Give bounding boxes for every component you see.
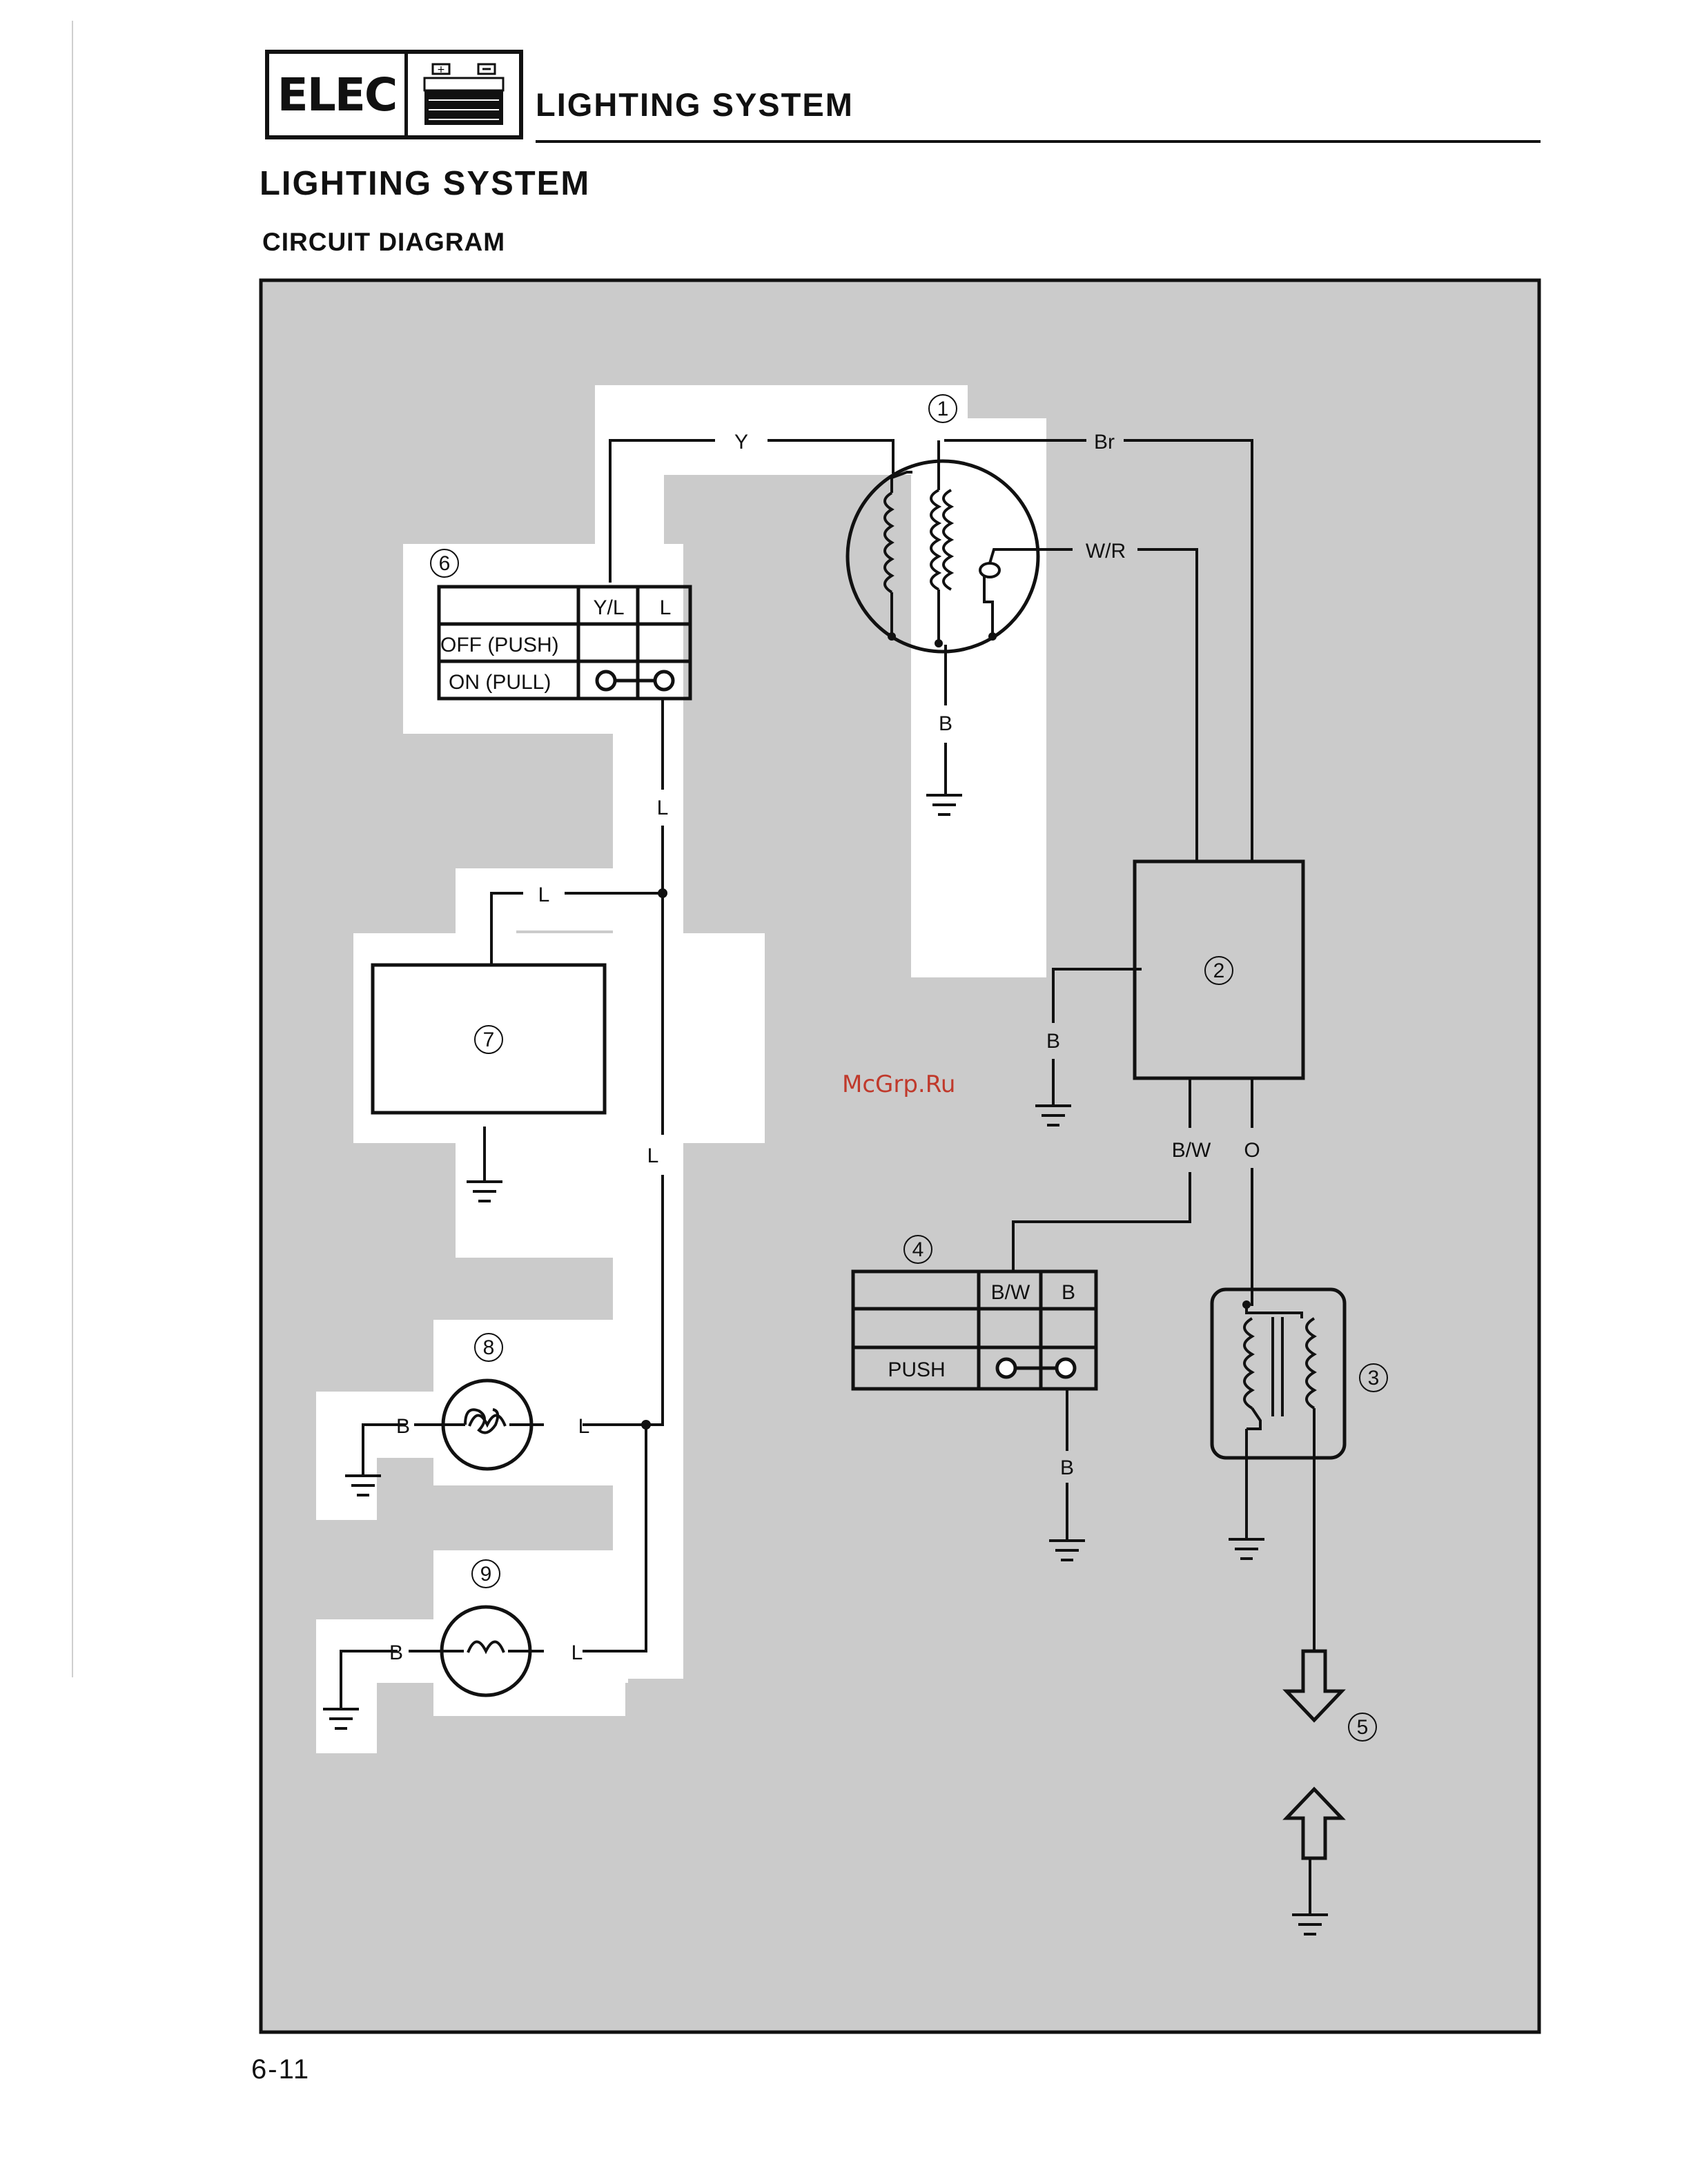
push-switch-col-b: B: [1062, 1281, 1075, 1304]
component-number-4: 4: [912, 1238, 924, 1261]
section-tag: ELEC: [269, 54, 408, 135]
wire-label-b-button: B: [1060, 1456, 1074, 1479]
component-number-7: 7: [483, 1028, 495, 1051]
wire-label-bw: B/W: [1172, 1139, 1211, 1162]
watermark: McGrp.Ru: [842, 1071, 955, 1098]
battery-icon: +: [408, 54, 519, 135]
wire-label-l-lamp8: L: [578, 1415, 590, 1438]
component-number-8: 8: [483, 1336, 495, 1359]
wire-label-l-lamp9: L: [571, 1641, 583, 1664]
junction-dot: [658, 888, 667, 898]
component-number-2: 2: [1213, 959, 1225, 982]
magneto-terminal-dot: [888, 632, 896, 641]
wire-label-o: O: [1244, 1139, 1260, 1162]
push-switch-row-push: PUSH: [888, 1358, 945, 1381]
component-number-3: 3: [1368, 1367, 1380, 1390]
wire-label-l-switch: L: [657, 797, 669, 819]
wire-label-b-magneto: B: [939, 712, 952, 735]
page-margin-line: [72, 21, 73, 1677]
magneto-terminal-dot: [988, 632, 997, 641]
wire-label-wr: W/R: [1086, 540, 1126, 563]
sub-title: CIRCUIT DIAGRAM: [262, 228, 505, 257]
wire-label-y: Y: [734, 431, 748, 454]
push-switch-col-bw: B/W: [991, 1281, 1030, 1304]
magneto-terminal-dot: [935, 639, 943, 647]
light-switch-col-l: L: [660, 596, 672, 619]
light-switch-col-yl: Y/L: [593, 596, 624, 619]
component-number-1: 1: [937, 398, 949, 420]
component-number-9: 9: [480, 1563, 492, 1586]
wire-label-br: Br: [1094, 431, 1115, 454]
section-title: LIGHTING SYSTEM: [260, 164, 590, 203]
svg-text:+: +: [437, 64, 445, 75]
diagram-panel: [261, 280, 1539, 2032]
component-number-5: 5: [1357, 1716, 1369, 1739]
wire-label-l-junction: L: [538, 884, 550, 906]
light-switch-row-on: ON (PULL): [449, 671, 551, 694]
coil-terminal-dot: [1242, 1300, 1251, 1309]
junction-dot: [641, 1420, 651, 1430]
wire-label-b-lamp8: B: [396, 1415, 410, 1438]
light-switch-row-off: OFF (PUSH): [440, 634, 559, 656]
circuit-diagram: 1 2 3 4 5 6 7 8 9 Y Br W/R B L L L B B/W…: [258, 277, 1542, 2035]
wire-label-l-mid: L: [647, 1144, 659, 1167]
page-number: 6-11: [251, 2054, 310, 2085]
header-title: LIGHTING SYSTEM: [536, 86, 854, 124]
header-rule: [536, 140, 1541, 143]
wire-label-b-unit: B: [1046, 1030, 1060, 1053]
component-number-6: 6: [439, 552, 451, 575]
section-tag-box: ELEC +: [265, 50, 523, 139]
wire-label-b-lamp9: B: [389, 1641, 403, 1664]
